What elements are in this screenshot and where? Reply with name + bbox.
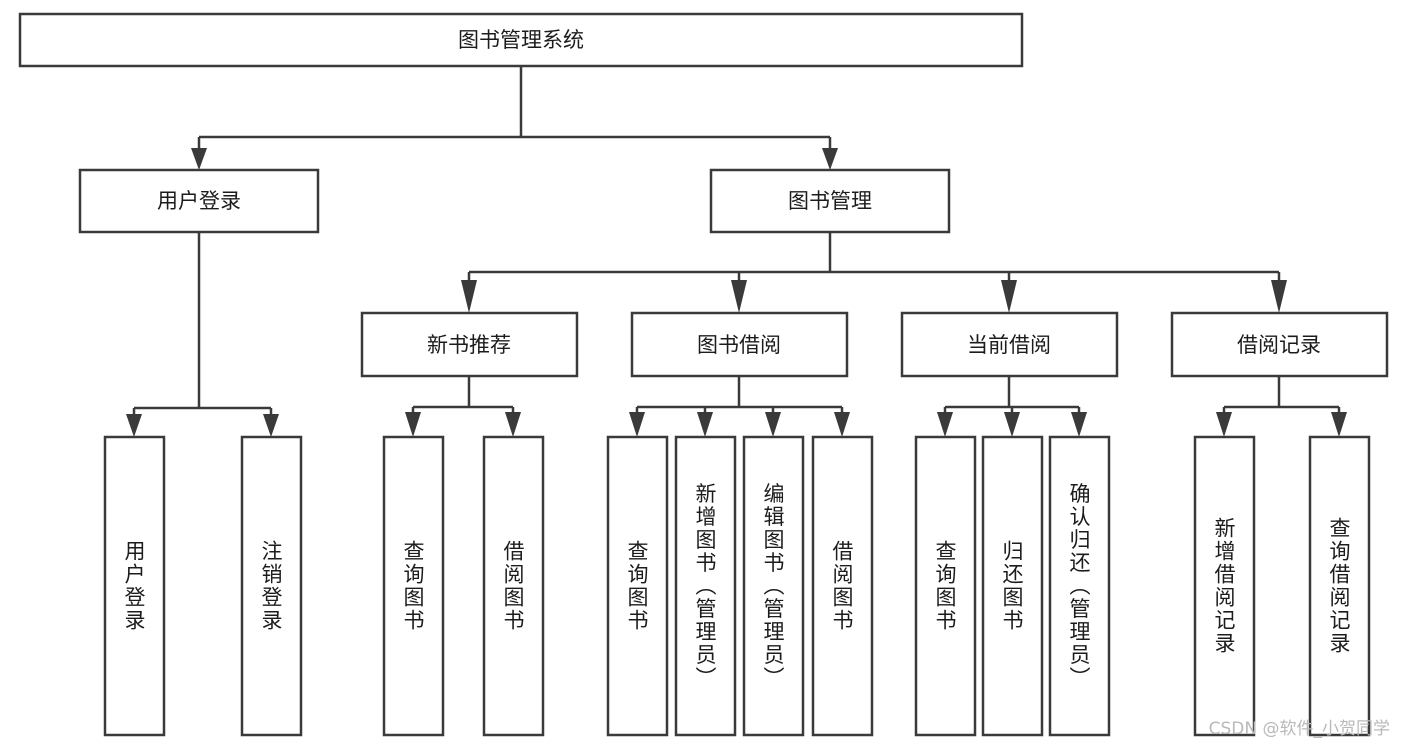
watermark-label: CSDN @软件_小贺同学 <box>1209 719 1390 739</box>
node-leaf-confirm-return-label: 确认归还（管理员） <box>1067 483 1091 690</box>
node-leaf-return-book[interactable]: 归还图书 <box>981 435 1044 737</box>
arrow-head-user-login <box>191 148 207 170</box>
node-leaf-query-record-box[interactable] <box>1308 435 1371 737</box>
node-leaf-add-record-label: 新增借阅记录 <box>1212 517 1236 655</box>
node-leaf-add-record-box[interactable] <box>1193 435 1256 737</box>
node-borrow-record-box[interactable] <box>1170 311 1389 378</box>
node-leaf-add-record[interactable]: 新增借阅记录 <box>1193 435 1256 737</box>
arrow-head-leaf-return-book <box>1004 412 1020 437</box>
node-leaf-add-book-box[interactable] <box>674 435 737 737</box>
node-leaf-query-book-1[interactable]: 查询图书 <box>382 435 445 737</box>
node-leaf-logout-login-label: 注销登录 <box>259 540 283 632</box>
node-book-borrow-label: 图书借阅 <box>697 333 781 357</box>
arrow-head-leaf-add-record <box>1216 412 1232 437</box>
node-current-borrow[interactable]: 当前借阅 <box>900 311 1119 378</box>
arrow-head-current-borrow <box>1001 280 1017 313</box>
arrow-head-new-book-recommend <box>461 280 477 313</box>
node-current-borrow-label: 当前借阅 <box>967 333 1051 357</box>
node-borrow-record-label: 借阅记录 <box>1237 333 1321 357</box>
connector-group-user-login <box>126 232 279 437</box>
node-leaf-logout-login-box[interactable] <box>240 435 303 737</box>
connector-group-book-borrow <box>629 376 850 437</box>
arrow-head-leaf-borrow-book-1 <box>505 412 521 437</box>
node-leaf-query-book-2[interactable]: 查询图书 <box>606 435 669 737</box>
node-leaf-borrow-book-2-label: 借阅图书 <box>830 540 854 632</box>
node-leaf-query-book-1-box[interactable] <box>382 435 445 737</box>
arrow-head-leaf-query-book-1 <box>405 412 421 437</box>
arrow-head-leaf-add-book <box>697 412 713 437</box>
node-leaf-user-login-box[interactable] <box>103 435 166 737</box>
node-book-borrow[interactable]: 图书借阅 <box>630 311 849 378</box>
node-new-book-recommend-label: 新书推荐 <box>427 333 511 357</box>
node-book-manage-box[interactable] <box>709 168 951 234</box>
node-root-box[interactable] <box>18 12 1024 68</box>
arrow-head-leaf-borrow-book-2 <box>834 412 850 437</box>
node-leaf-borrow-book-1-box[interactable] <box>482 435 545 737</box>
node-leaf-logout-login[interactable]: 注销登录 <box>240 435 303 737</box>
node-leaf-borrow-book-1[interactable]: 借阅图书 <box>482 435 545 737</box>
node-borrow-record[interactable]: 借阅记录 <box>1170 311 1389 378</box>
node-root-label: 图书管理系统 <box>458 28 584 52</box>
arrow-head-leaf-query-book-2 <box>629 412 645 437</box>
node-new-book-recommend[interactable]: 新书推荐 <box>360 311 579 378</box>
node-root[interactable]: 图书管理系统 <box>18 12 1024 68</box>
node-leaf-edit-book-label: 编辑图书（管理员） <box>761 483 785 690</box>
connector-group-current-borrow <box>937 376 1087 437</box>
node-user-login[interactable]: 用户登录 <box>78 168 320 234</box>
node-book-manage-label: 图书管理 <box>788 189 872 213</box>
node-book-borrow-box[interactable] <box>630 311 849 378</box>
node-leaf-edit-book-box[interactable] <box>742 435 805 737</box>
node-book-manage[interactable]: 图书管理 <box>709 168 951 234</box>
node-leaf-query-record[interactable]: 查询借阅记录 <box>1308 435 1371 737</box>
node-leaf-query-book-3-label: 查询图书 <box>933 540 957 632</box>
node-leaf-confirm-return[interactable]: 确认归还（管理员） <box>1048 435 1111 737</box>
node-leaf-query-book-3-box[interactable] <box>914 435 977 737</box>
arrow-head-book-borrow <box>731 280 747 313</box>
connector-group-borrow-record <box>1216 376 1347 437</box>
arrow-head-leaf-logout-login <box>263 414 279 437</box>
node-leaf-confirm-return-box[interactable] <box>1048 435 1111 737</box>
node-leaf-edit-book[interactable]: 编辑图书（管理员） <box>742 435 805 737</box>
arrow-head-leaf-query-book-3 <box>937 412 953 437</box>
node-leaf-return-book-label: 归还图书 <box>1000 540 1024 632</box>
connector-group-book-manage <box>461 232 1287 313</box>
node-leaf-query-record-label: 查询借阅记录 <box>1327 517 1351 655</box>
node-new-book-recommend-box[interactable] <box>360 311 579 378</box>
node-leaf-borrow-book-2[interactable]: 借阅图书 <box>811 435 874 737</box>
connector-group-new-book-recommend <box>405 376 521 437</box>
node-leaf-query-book-2-box[interactable] <box>606 435 669 737</box>
node-leaf-return-book-box[interactable] <box>981 435 1044 737</box>
node-leaf-add-book-label: 新增图书（管理员） <box>693 483 717 690</box>
node-user-login-label: 用户登录 <box>157 189 241 213</box>
node-leaf-borrow-book-1-label: 借阅图书 <box>501 540 525 632</box>
node-leaf-query-book-1-label: 查询图书 <box>401 540 425 632</box>
arrow-head-leaf-user-login <box>126 414 142 437</box>
node-leaf-query-book-2-label: 查询图书 <box>625 540 649 632</box>
node-leaf-user-login[interactable]: 用户登录 <box>103 435 166 737</box>
node-leaf-user-login-label: 用户登录 <box>122 540 146 632</box>
arrow-head-leaf-confirm-return <box>1071 412 1087 437</box>
node-current-borrow-box[interactable] <box>900 311 1119 378</box>
arrow-head-borrow-record <box>1271 280 1287 313</box>
connector-group-root <box>191 66 838 170</box>
arrow-head-leaf-edit-book <box>765 412 781 437</box>
node-leaf-borrow-book-2-box[interactable] <box>811 435 874 737</box>
arrow-head-book-manage <box>822 148 838 170</box>
arrow-head-leaf-query-record <box>1331 412 1347 437</box>
node-leaf-add-book[interactable]: 新增图书（管理员） <box>674 435 737 737</box>
node-user-login-box[interactable] <box>78 168 320 234</box>
node-leaf-query-book-3[interactable]: 查询图书 <box>914 435 977 737</box>
